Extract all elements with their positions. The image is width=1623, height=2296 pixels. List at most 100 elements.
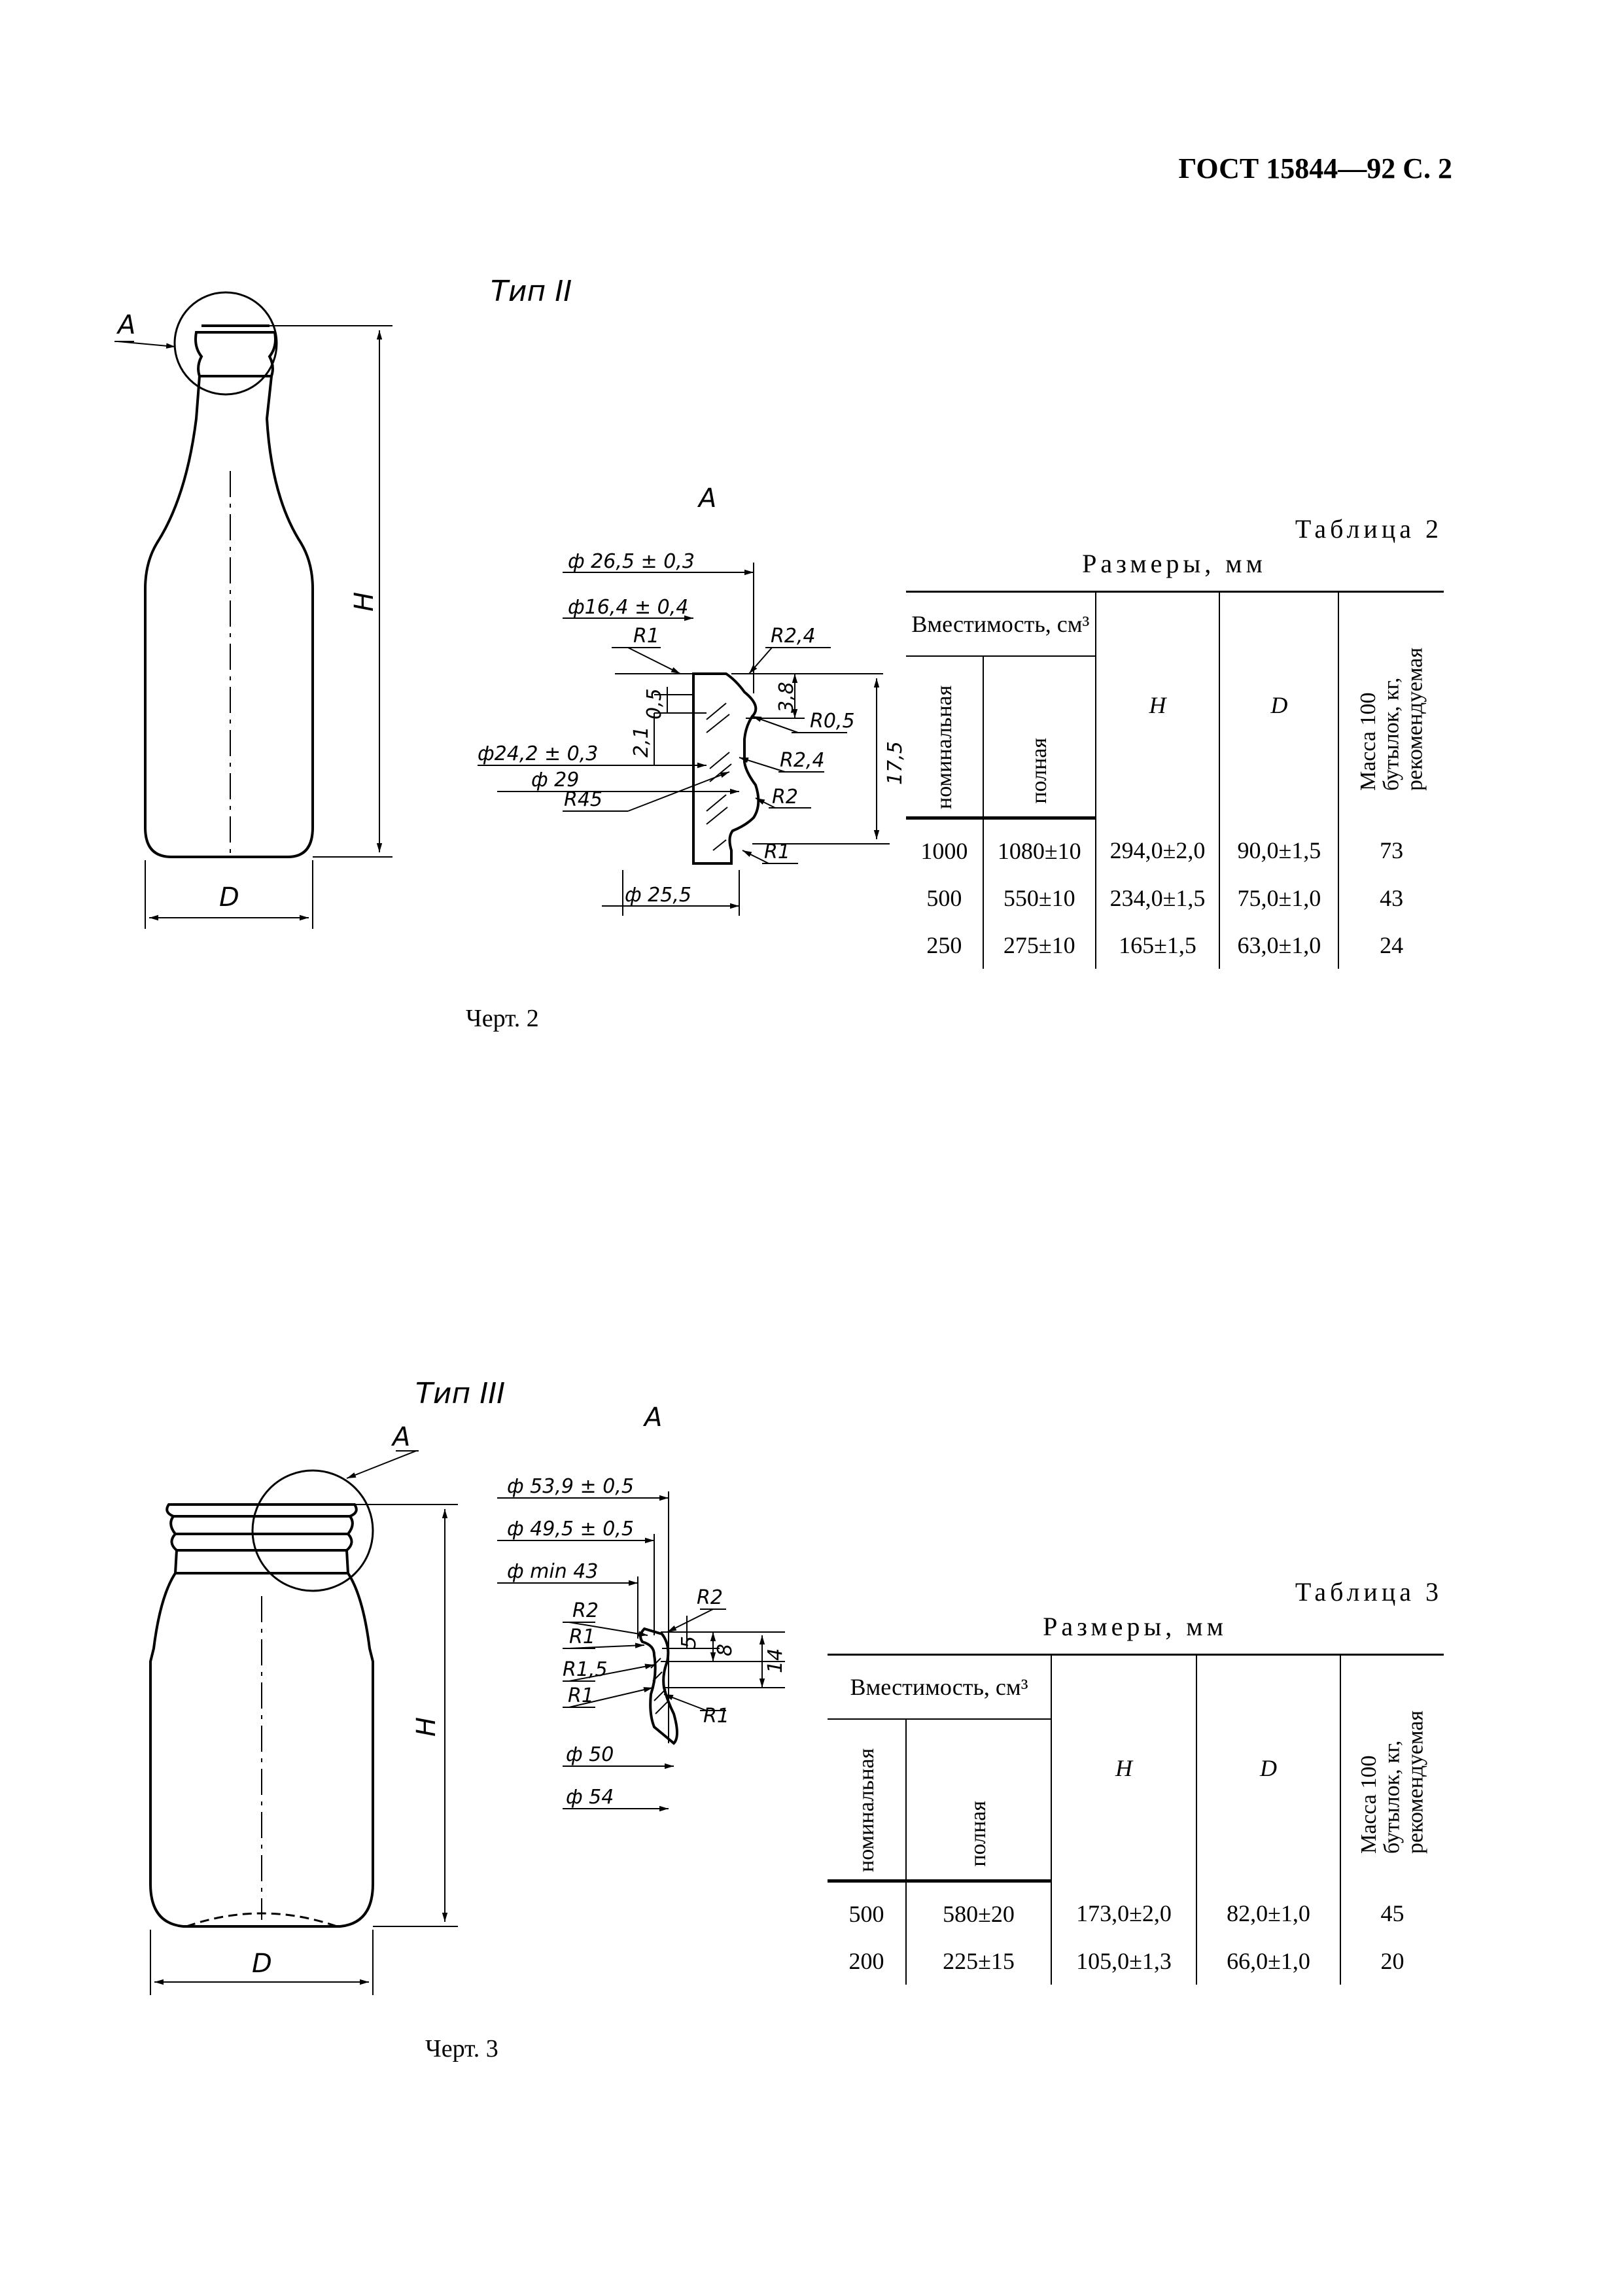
fig2-detail-dimlines xyxy=(478,563,890,916)
fig2-callout: A xyxy=(116,310,135,340)
fig3-caption: Черт. 3 xyxy=(425,2035,498,2062)
dim-r1-left: R1 xyxy=(569,1626,595,1648)
dim-r0-5: R0,5 xyxy=(810,710,855,733)
dim-r1-5: R1,5 xyxy=(563,1658,608,1681)
fig2-detail-hatch xyxy=(706,703,732,851)
table-row: 1000 1080±10 294,0±2,0 90,0±1,5 73 xyxy=(906,818,1444,875)
table-cell: 173,0±2,0 xyxy=(1051,1881,1197,1938)
table-cell: 105,0±1,3 xyxy=(1051,1938,1197,1985)
table-cell: 1000 xyxy=(906,818,984,875)
table3-head-capacity: Вместимость, см³ xyxy=(828,1654,1052,1720)
fig2-detail-profile xyxy=(692,672,760,865)
table-cell: 165±1,5 xyxy=(1094,922,1221,969)
table-cell: 73 xyxy=(1338,818,1444,875)
table3-head-d: D xyxy=(1196,1654,1341,1881)
fig3-jar xyxy=(149,1469,374,1928)
table2-head-nominal: номинальная xyxy=(906,656,984,820)
dim-phi-49-5: ф 49,5 ± 0,5 xyxy=(507,1518,634,1540)
table-cell: 66,0±1,0 xyxy=(1196,1938,1341,1985)
table2-units: Размеры, мм xyxy=(1082,549,1266,578)
dim-2-1: 2,1 xyxy=(630,726,653,757)
dim-phi-26-5: ф 26,5 ± 0,3 xyxy=(568,550,695,573)
table-cell: 90,0±1,5 xyxy=(1219,818,1340,875)
dim-phi-50: ф 50 xyxy=(566,1743,614,1766)
fig2-type-label: Тип II xyxy=(491,275,572,308)
fig2-bottle xyxy=(144,291,314,858)
dim-r2-left: R2 xyxy=(572,1599,599,1622)
table-row: 250 275±10 165±1,5 63,0±1,0 24 xyxy=(906,922,1444,969)
table2-subheader-row: номинальная полная xyxy=(906,656,1444,820)
table-cell: 550±10 xyxy=(982,875,1096,922)
dim-5: 5 xyxy=(678,1636,701,1648)
table2: Вместимость, см³ H D Масса 100 бутылок, … xyxy=(906,591,1444,969)
table2-head-full: полная xyxy=(982,656,1096,820)
table2-head-mass: Масса 100 бутылок, кг, рекомендуемая xyxy=(1338,591,1444,818)
table-cell: 45 xyxy=(1340,1881,1444,1938)
fig3-dimensions xyxy=(150,1450,458,1995)
dim-phi-24-2: ф24,2 ± 0,3 xyxy=(478,742,598,765)
dim-r2-right: R2 xyxy=(697,1586,723,1609)
fig3-callout: A xyxy=(391,1422,410,1452)
dim-phi-53-9: ф 53,9 ± 0,5 xyxy=(507,1475,634,1498)
table2-caption: Таблица 2 xyxy=(1295,514,1442,544)
fig2-dim-h: H xyxy=(349,592,379,612)
table-cell: 500 xyxy=(906,875,984,922)
fig3-detail-label: A xyxy=(642,1402,662,1433)
table-row: 500 550±10 234,0±1,5 75,0±1,0 43 xyxy=(906,875,1444,922)
fig2-dimensions xyxy=(114,325,393,929)
table-cell: 275±10 xyxy=(982,922,1096,969)
document-reference: ГОСТ 15844—92 С. 2 xyxy=(1178,152,1452,184)
table-cell: 234,0±1,5 xyxy=(1094,875,1221,922)
fig3-detail-labels: ф 53,9 ± 0,5 ф 49,5 ± 0,5 ф min 43 R2 R2… xyxy=(507,1475,787,1809)
table-cell: 75,0±1,0 xyxy=(1219,875,1340,922)
fig3-type-label: Тип III xyxy=(415,1377,505,1410)
table2-head-capacity: Вместимость, см³ xyxy=(906,591,1096,657)
dim-14: 14 xyxy=(764,1648,787,1673)
table3-head-nominal: номинальная xyxy=(828,1719,907,1883)
table2-header-row: Вместимость, см³ H D Масса 100 бутылок, … xyxy=(906,591,1444,818)
fig2-detail-labels: ф 26,5 ± 0,3 ф16,4 ± 0,4 R1 R2,4 0,5 3,8… xyxy=(478,550,907,907)
dim-r2-4-b: R2,4 xyxy=(780,749,825,772)
fig3-dim-h: H xyxy=(411,1717,442,1737)
fig2-dim-d: D xyxy=(219,882,239,913)
dim-phi-25-5: ф 25,5 xyxy=(625,884,691,907)
table3-head-h: H xyxy=(1051,1654,1197,1881)
table-cell: 200 xyxy=(828,1938,907,1985)
fig3-detail-dimlines xyxy=(497,1491,785,1812)
table2-head-h: H xyxy=(1094,591,1221,818)
table-cell: 500 xyxy=(828,1881,907,1938)
dim-0-5: 0,5 xyxy=(643,688,666,720)
table3-subheader-row: номинальная полная xyxy=(828,1719,1444,1883)
table-cell: 250 xyxy=(906,922,984,969)
fig2-detail-label: A xyxy=(697,483,716,513)
table-cell: 63,0±1,0 xyxy=(1219,922,1340,969)
table-cell: 43 xyxy=(1338,875,1444,922)
dim-17-5: 17,5 xyxy=(884,741,907,785)
dim-3-8: 3,8 xyxy=(775,682,798,713)
table3-head-full: полная xyxy=(905,1719,1052,1883)
dim-r1-b: R1 xyxy=(764,841,790,863)
dim-phi-min-43: ф min 43 xyxy=(507,1560,598,1583)
dim-phi-29: ф 29 xyxy=(531,769,579,791)
table3-units: Размеры, мм xyxy=(1043,1612,1227,1641)
dim-r45: R45 xyxy=(564,788,602,811)
table-cell: 225±15 xyxy=(905,1938,1052,1985)
table3-caption: Таблица 3 xyxy=(1295,1577,1442,1607)
dim-phi-16-4: ф16,4 ± 0,4 xyxy=(568,596,688,619)
table-cell: 82,0±1,0 xyxy=(1196,1881,1341,1938)
table-cell: 294,0±2,0 xyxy=(1094,818,1221,875)
dim-r1-lower: R1 xyxy=(568,1684,594,1707)
table-cell: 20 xyxy=(1340,1938,1444,1985)
table-row: 500 580±20 173,0±2,0 82,0±1,0 45 xyxy=(828,1881,1444,1938)
fig3-detail-profile xyxy=(639,1627,678,1745)
table-cell: 580±20 xyxy=(905,1881,1052,1938)
table2-head-d: D xyxy=(1219,591,1340,818)
table3-head-mass: Масса 100 бутылок, кг, рекомендуемая xyxy=(1340,1654,1444,1881)
fig3-dim-d: D xyxy=(252,1949,272,1979)
table-row: 200 225±15 105,0±1,3 66,0±1,0 20 xyxy=(828,1938,1444,1985)
table-cell: 1080±10 xyxy=(982,818,1096,875)
dim-phi-54: ф 54 xyxy=(566,1786,614,1809)
dim-r2: R2 xyxy=(772,786,798,809)
table3-header-row: Вместимость, см³ H D Масса 100 бутылок, … xyxy=(828,1654,1444,1881)
